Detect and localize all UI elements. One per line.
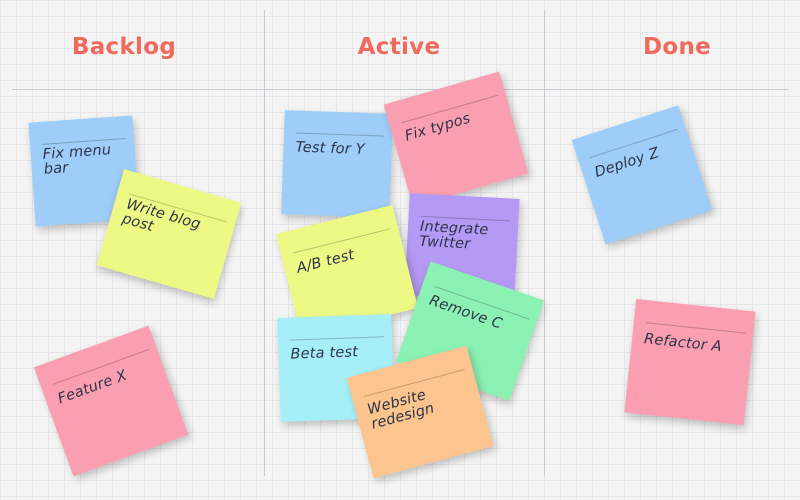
note-text: Fix menu bar — [42, 142, 112, 178]
note-text: Website redesign — [365, 387, 437, 433]
sticky-note-fix-typos[interactable]: Fix typos — [383, 71, 529, 207]
note-text: Test for Y — [295, 139, 366, 158]
column-divider-1 — [264, 10, 265, 476]
column-title-active: Active — [357, 34, 441, 60]
sticky-note-write-blog-post[interactable]: Write blog post — [96, 169, 242, 299]
note-text: Integrate Twitter — [418, 218, 489, 253]
note-text: A/B test — [295, 247, 357, 277]
sticky-note-refactor-a[interactable]: Refactor A — [624, 299, 756, 425]
note-text: Deploy Z — [592, 145, 662, 181]
column-title-done: Done — [642, 34, 712, 60]
note-text: Refactor A — [643, 331, 723, 356]
note-text: Beta test — [290, 344, 359, 363]
header-divider — [12, 89, 788, 90]
column-title-backlog: Backlog — [71, 34, 177, 60]
sticky-note-test-for-y[interactable]: Test for Y — [281, 110, 393, 218]
column-divider-2 — [544, 10, 545, 476]
note-text: Fix typos — [403, 110, 473, 145]
note-text: Feature X — [55, 367, 130, 408]
sticky-note-deploy-z[interactable]: Deploy Z — [571, 105, 713, 245]
sticky-note-feature-x[interactable]: Feature X — [33, 325, 189, 477]
